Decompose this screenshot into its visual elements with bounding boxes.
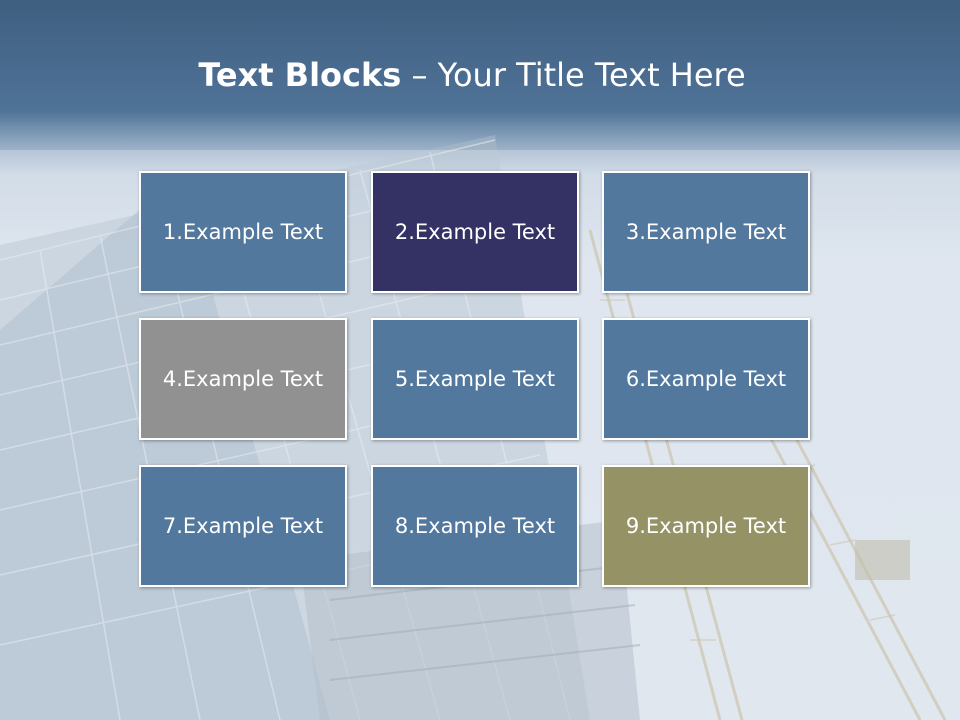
title-rest: Your Title Text Here: [437, 56, 746, 94]
text-block-4[interactable]: 4.Example Text: [139, 318, 347, 440]
text-block-label: 9.Example Text: [625, 514, 787, 538]
text-block-label: 2.Example Text: [394, 220, 556, 244]
text-block-9[interactable]: 9.Example Text: [602, 465, 810, 587]
text-block-label: 8.Example Text: [394, 514, 556, 538]
text-block-3[interactable]: 3.Example Text: [602, 171, 810, 293]
text-block-label: 7.Example Text: [162, 514, 324, 538]
text-block-8[interactable]: 8.Example Text: [371, 465, 579, 587]
text-block-label: 3.Example Text: [625, 220, 787, 244]
text-block-label: 1.Example Text: [162, 220, 324, 244]
text-block-5[interactable]: 5.Example Text: [371, 318, 579, 440]
text-block-label: 4.Example Text: [162, 367, 324, 391]
slide-title: Text Blocks – Your Title Text Here: [0, 52, 944, 98]
text-block-label: 6.Example Text: [625, 367, 787, 391]
title-bold-part: Text Blocks: [198, 56, 402, 94]
text-block-label: 5.Example Text: [394, 367, 556, 391]
text-block-7[interactable]: 7.Example Text: [139, 465, 347, 587]
text-block-6[interactable]: 6.Example Text: [602, 318, 810, 440]
title-dash: –: [401, 56, 438, 94]
text-block-1[interactable]: 1.Example Text: [139, 171, 347, 293]
text-block-2[interactable]: 2.Example Text: [371, 171, 579, 293]
